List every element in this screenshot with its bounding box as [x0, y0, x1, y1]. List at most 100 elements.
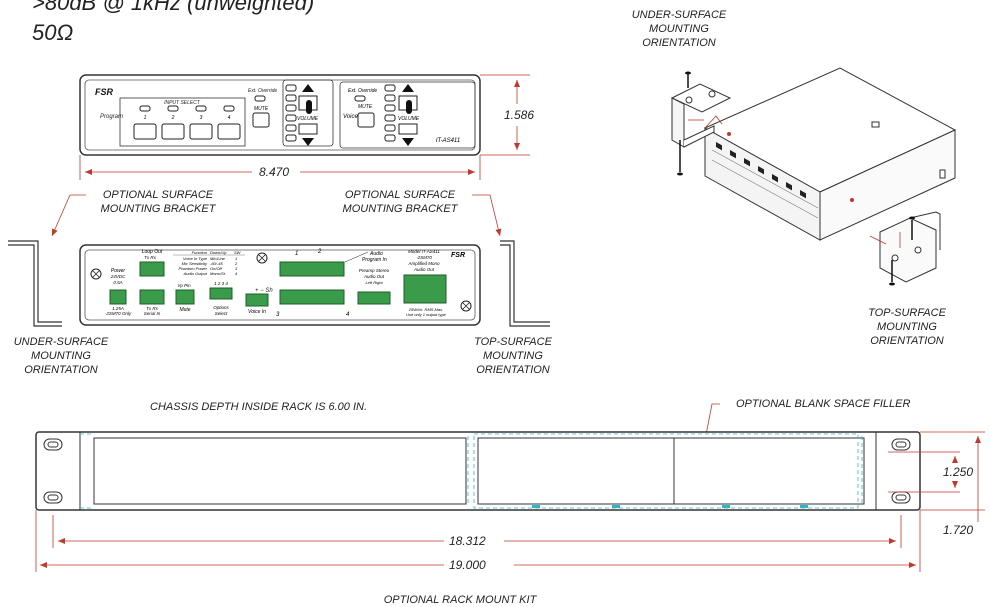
fn-row-1: Voice In Type — [183, 256, 208, 261]
input-1-label: 1 — [144, 115, 147, 121]
input-buttons — [133, 123, 241, 140]
prog-in-2: 2 — [317, 249, 322, 255]
bracket-right — [500, 240, 550, 327]
leader-lines — [51, 194, 720, 467]
iso-leader-upper — [688, 115, 723, 129]
dim-rack-inner-width: 18.312 — [446, 534, 489, 548]
sw-row-0: SW — [234, 250, 242, 255]
program-label: Program — [100, 114, 123, 120]
rack-mount-kit — [35, 431, 921, 511]
rack-hole-tr — [891, 438, 911, 451]
power-current: 0.5A — [113, 280, 122, 285]
prog-in-4: 4 — [346, 312, 350, 318]
sw-row-2: 2 — [234, 261, 238, 266]
serial-tx-rx: Tx Rx — [146, 306, 158, 311]
du-row-2: -60/-45 — [210, 261, 223, 266]
optional-bracket-label-right: OPTIONAL SURFACE MOUNTING BRACKET — [342, 189, 458, 215]
mute-right: MUTE — [358, 104, 373, 110]
ext-override-right: Ext. Override — [348, 88, 377, 94]
top-surface-label-right: TOP-SURFACE MOUNTING ORIENTATION — [868, 307, 946, 347]
select-label: Select — [215, 311, 228, 316]
du-row-3: On/Off — [210, 266, 223, 271]
mute-left: MUTE — [254, 106, 269, 112]
du-row-1: Mic/Line — [210, 256, 226, 261]
program-in-label: Program In — [362, 257, 387, 263]
front-panel: FSR INPUT SELECT Program 1 2 3 4 Ext. — [79, 74, 481, 156]
isometric-unit — [703, 67, 957, 241]
loop-out-label: Loop Out — [142, 249, 163, 255]
input-select-label: INPUT SELECT — [164, 100, 201, 106]
under-surface-label-top: UNDER-SURFACE MOUNTING ORIENTATION — [631, 9, 727, 49]
blank-filler-label: OPTIONAL BLANK SPACE FILLER — [736, 398, 911, 410]
rear-mute-label: Mute — [179, 307, 190, 313]
dim-rack-outer-width: 19.000 — [446, 558, 489, 572]
options-function-table: Function Voice In Type Mic Sensitivity P… — [173, 250, 245, 276]
dim-rack-outer-height: 1.720 — [940, 523, 977, 537]
input-3-label: 3 — [200, 115, 203, 121]
input-2-label: 2 — [171, 115, 175, 121]
rack-kit-label: OPTIONAL RACK MOUNT KIT — [383, 594, 537, 606]
front-panel-dimensions — [79, 74, 530, 180]
prog-in-3: 3 — [276, 312, 280, 318]
top-surface-label-mid: TOP-SURFACE MOUNTING ORIENTATION — [474, 336, 552, 376]
dim-panel-height: 1.586 — [501, 108, 538, 122]
rack-hole-bl — [43, 491, 63, 504]
fn-row-0: Function — [192, 250, 208, 255]
model-line-1: Model IT-AS411 — [408, 249, 440, 254]
power-label: Power — [111, 268, 126, 274]
input-leds — [139, 105, 235, 112]
fn-row-2: Mic Sensitivity — [182, 261, 208, 266]
iso-leader-lower — [869, 232, 901, 248]
spec-line-2: 50Ω — [32, 20, 74, 45]
bracket-left — [8, 240, 62, 327]
options-numbers: 1 2 3 4 — [214, 281, 228, 286]
loop-tx-rx: Tx Rx — [144, 255, 156, 260]
optional-bracket-label-left: OPTIONAL SURFACE MOUNTING BRACKET — [100, 189, 216, 215]
voice-in-label: Voice In — [248, 309, 266, 315]
volume-left: VOLUME — [297, 116, 319, 122]
preamp-audio-out: Audio Out — [363, 274, 385, 279]
power-voltage: 24VDC — [110, 274, 126, 279]
voice-label: Voice — [343, 114, 358, 120]
serial-in-label: Serial In — [144, 311, 161, 316]
front-model: IT-AS411 — [436, 138, 460, 144]
under-surface-label-left: UNDER-SURFACE MOUNTING ORIENTATION — [13, 336, 109, 376]
model-line-4: Audio Out — [413, 267, 435, 272]
input-4-label: 4 — [228, 115, 231, 121]
du-row-0: Down/Up — [210, 250, 227, 255]
prog-in-1: 1 — [295, 251, 298, 257]
spec-line-1: >80dB @ 1kHz (unweighted) — [32, 0, 315, 15]
model-line-3: Amplified Mono — [407, 261, 440, 266]
model-line-2: -2SM70 — [416, 255, 432, 260]
iso-bracket-lower — [879, 211, 941, 286]
dim-panel-width: 8.470 — [256, 165, 293, 179]
preamp-label: Preamp Stereo — [359, 268, 390, 273]
rear-brand: FSR — [451, 252, 465, 259]
sw-row-4: 4 — [235, 271, 238, 276]
svg-text:+ − Sh: + − Sh — [255, 288, 273, 294]
preamp-lr: Left Right — [365, 280, 383, 285]
rear-screw-left — [90, 268, 102, 280]
rack-dimensions — [35, 431, 985, 572]
rear-screw-center — [256, 252, 268, 264]
amp-note-2: Use only 1 output type — [406, 312, 447, 317]
du-row-4: Mono/St. — [210, 271, 226, 276]
options-label: Options — [213, 305, 229, 310]
sw-row-3: 3 — [235, 266, 238, 271]
rack-hole-tl — [43, 438, 63, 451]
volume-right: VOLUME — [398, 116, 420, 122]
fn-row-3: Phantom Power — [179, 266, 208, 271]
ext-override-left: Ext. Override — [248, 88, 277, 94]
amp-note-1: 25W/ch. RMS Max. — [408, 307, 443, 312]
dim-rack-inner-height: 1.250 — [940, 465, 977, 479]
vp-pin-label: Vp Pin — [177, 283, 191, 288]
power-note-1: 1.25A — [112, 306, 124, 311]
rear-screw-right — [460, 300, 472, 312]
rear-panel: FSR Power 24VDC 0.5A 1.25A -2SM70 Only L… — [79, 244, 481, 326]
fn-row-4: Audio Output — [183, 271, 208, 276]
chassis-depth-note: CHASSIS DEPTH INSIDE RACK IS 6.00 IN. — [150, 401, 368, 413]
power-note-2: -2SM70 Only — [105, 311, 132, 316]
sw-row-1: 1 — [235, 256, 237, 261]
